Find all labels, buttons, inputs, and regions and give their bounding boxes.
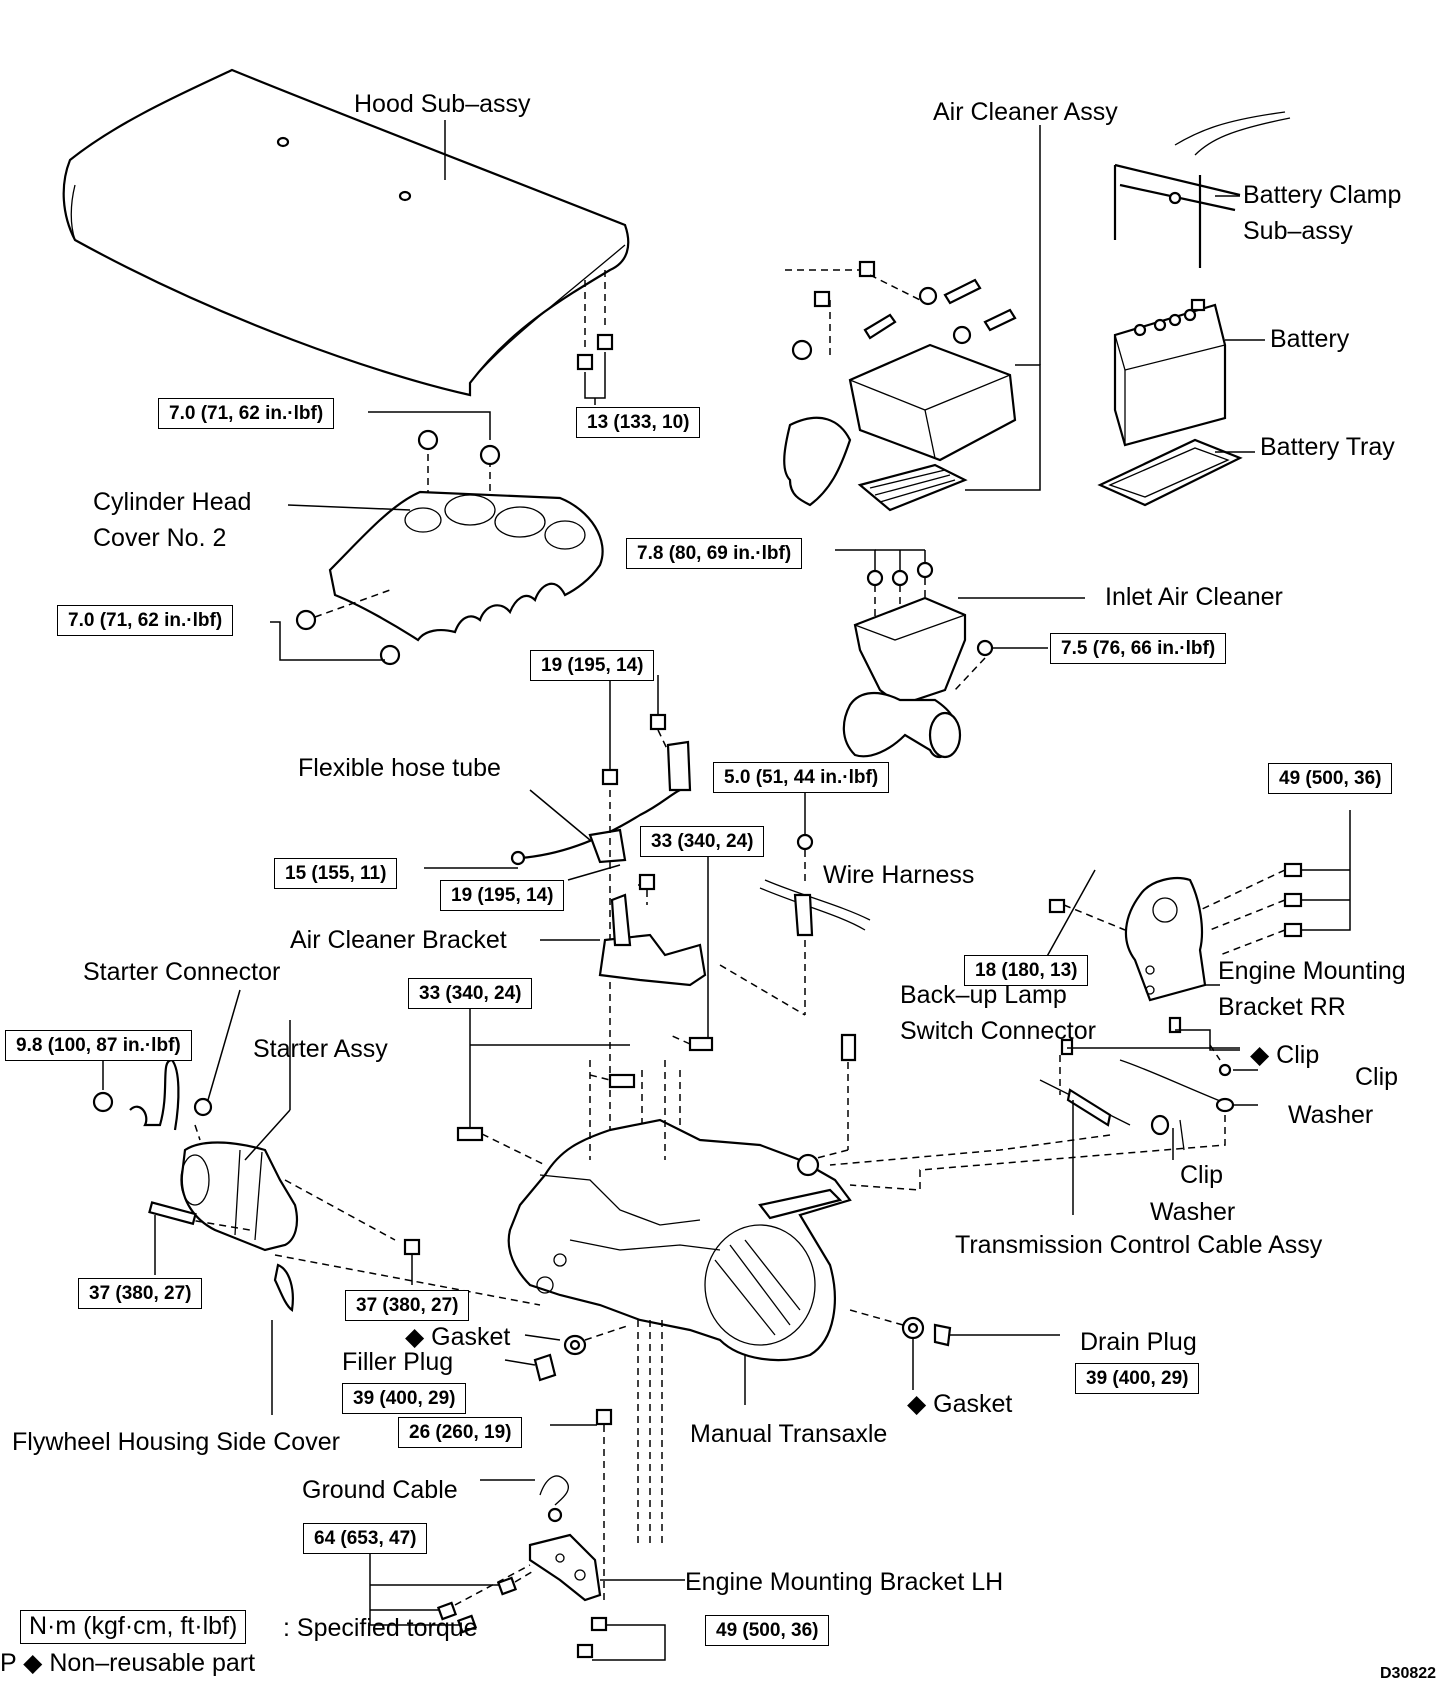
- torque-box-drain-plug: 39 (400, 29): [1075, 1363, 1200, 1394]
- label-flywheel-housing-side-cover: Flywheel Housing Side Cover: [12, 1428, 340, 1456]
- label-hood-sub-assy: Hood Sub–assy: [354, 90, 531, 118]
- torque-box-33-lower: 33 (340, 24): [408, 978, 533, 1009]
- label-backup-lamp-line1: Back–up Lamp: [900, 981, 1067, 1009]
- engine-mounting-bracket-rr-drawing: [1124, 877, 1207, 1002]
- label-battery-clamp-line2: Sub–assy: [1243, 217, 1353, 245]
- torque-box-hose-lower: 15 (155, 11): [274, 858, 398, 889]
- air-cleaner-drawing: [783, 260, 1017, 512]
- label-ground-cable: Ground Cable: [302, 1476, 458, 1504]
- label-engine-mounting-bracket-lh: Engine Mounting Bracket LH: [685, 1568, 1004, 1596]
- torque-box-18: 18 (180, 13): [964, 955, 1089, 986]
- inlet-air-cleaner-drawing: [842, 596, 967, 759]
- label-flexible-hose-tube: Flexible hose tube: [298, 754, 501, 782]
- label-washer-upper: Washer: [1288, 1101, 1374, 1129]
- label-starter-connector: Starter Connector: [83, 958, 281, 986]
- label-battery: Battery: [1270, 325, 1350, 353]
- label-battery-tray: Battery Tray: [1260, 433, 1395, 461]
- legend-torque-unit-box: N·m (kgf·cm, ft·lbf): [20, 1610, 247, 1644]
- label-backup-lamp-line2: Switch Connector: [900, 1017, 1096, 1045]
- engine-mounting-bracket-lh-drawing: [528, 1533, 602, 1602]
- torque-box-hood-cover-nuts: 7.0 (71, 62 in.·lbf): [158, 398, 335, 429]
- torque-box-filler-plug: 39 (400, 29): [342, 1383, 467, 1414]
- hood-bolts: [576, 333, 614, 371]
- torque-box-inlet-upper: 7.8 (80, 69 in.·lbf): [626, 538, 803, 569]
- label-manual-transaxle: Manual Transaxle: [690, 1420, 888, 1448]
- label-wire-harness: Wire Harness: [823, 861, 975, 889]
- label-air-cleaner-assy: Air Cleaner Assy: [933, 98, 1118, 126]
- label-drain-plug: Drain Plug: [1080, 1328, 1197, 1356]
- torque-box-starter-left: 37 (380, 27): [78, 1278, 203, 1309]
- legend-specified-torque: : Specified torque: [283, 1614, 478, 1642]
- label-gasket-drain: ◆ Gasket: [907, 1390, 1013, 1418]
- battery-tray-drawing: [1097, 438, 1243, 507]
- torque-box-rr-bracket: 49 (500, 36): [1268, 763, 1393, 794]
- torque-box-ground-cable: 26 (260, 19): [398, 1417, 523, 1448]
- label-clip-upper: Clip: [1355, 1063, 1399, 1091]
- starter-assy-drawing: [180, 1141, 299, 1252]
- torque-box-lh-bracket: 64 (653, 47): [303, 1523, 428, 1554]
- label-cylinder-head-line2: Cover No. 2: [93, 524, 227, 552]
- torque-box-hose-upper: 19 (195, 14): [530, 650, 655, 681]
- label-clip-lower: Clip: [1180, 1161, 1224, 1189]
- label-air-cleaner-bracket: Air Cleaner Bracket: [290, 926, 507, 954]
- torque-box-bracket-bolt: 19 (195, 14): [440, 880, 565, 911]
- torque-box-inlet-side: 7.5 (76, 66 in.·lbf): [1050, 633, 1227, 664]
- hood-drawing: [62, 68, 630, 397]
- torque-box-hood-bolts: 13 (133, 10): [576, 407, 701, 438]
- torque-box-starter-connector: 9.8 (100, 87 in.·lbf): [5, 1030, 192, 1061]
- label-transmission-control-cable: Transmission Control Cable Assy: [955, 1231, 1323, 1259]
- figure-code: D30822: [1380, 1665, 1437, 1682]
- torque-box-cylinder-head-cover: 7.0 (71, 62 in.·lbf): [57, 605, 234, 636]
- torque-box-lh-lower: 49 (500, 36): [705, 1615, 830, 1646]
- label-gasket-filler: ◆ Gasket: [405, 1323, 511, 1351]
- legend-non-reusable-part: P ◆ Non–reusable part: [0, 1649, 256, 1677]
- label-filler-plug: Filler Plug: [342, 1348, 454, 1376]
- label-engine-mounting-rr-line1: Engine Mounting: [1218, 957, 1406, 985]
- label-washer-lower: Washer: [1150, 1198, 1236, 1226]
- torque-box-33-upper: 33 (340, 24): [640, 826, 765, 857]
- battery-clamp-drawing: [1113, 111, 1291, 268]
- battery-drawing: [1113, 298, 1227, 447]
- air-cleaner-bracket-drawing: [598, 893, 707, 987]
- label-inlet-air-cleaner: Inlet Air Cleaner: [1105, 583, 1283, 611]
- manual-transaxle-drawing: [507, 1118, 852, 1362]
- label-engine-mounting-rr-line2: Bracket RR: [1218, 993, 1346, 1021]
- label-battery-clamp-line1: Battery Clamp: [1243, 181, 1402, 209]
- label-clip-nonreusable: ◆ Clip: [1250, 1041, 1320, 1069]
- cylinder-head-cover-drawing: [328, 490, 604, 642]
- torque-box-wire-harness: 5.0 (51, 44 in.·lbf): [713, 762, 890, 793]
- label-starter-assy: Starter Assy: [253, 1035, 388, 1063]
- label-cylinder-head-line1: Cylinder Head: [93, 488, 252, 516]
- torque-box-starter-right: 37 (380, 27): [345, 1290, 470, 1321]
